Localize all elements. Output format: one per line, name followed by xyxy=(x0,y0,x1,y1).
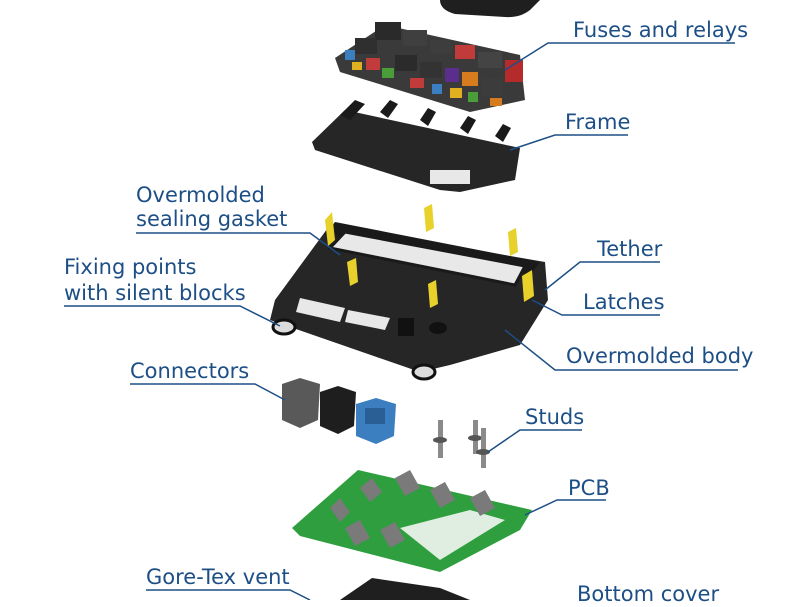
leader-frame xyxy=(509,134,628,151)
label-gasket-line2: sealing gasket xyxy=(136,207,288,231)
leader-body xyxy=(504,329,738,371)
fuses-and-relays-part xyxy=(335,22,525,112)
leader-fuses xyxy=(504,42,735,71)
label-gasket-line1: Overmolded xyxy=(136,183,265,207)
leader-latches xyxy=(531,299,660,316)
label-fixing-line1: Fixing points xyxy=(64,255,197,279)
leader-studs xyxy=(487,429,582,453)
label-overmolded-body: Overmolded body xyxy=(566,344,754,368)
bottom-cover-part xyxy=(340,578,470,600)
label-latches: Latches xyxy=(583,290,665,314)
frame-part xyxy=(312,100,520,192)
leader-connectors xyxy=(130,383,286,401)
label-bottom-cover: Bottom cover xyxy=(577,582,720,606)
leader-pcb xyxy=(524,499,606,516)
leader-tether xyxy=(544,261,660,291)
label-frame: Frame xyxy=(565,110,631,134)
leader-fixing xyxy=(64,305,281,327)
label-gore-tex-vent: Gore-Tex vent xyxy=(146,565,290,589)
label-studs: Studs xyxy=(525,405,585,429)
connectors-part xyxy=(282,378,396,444)
leader-gasket xyxy=(136,232,341,256)
latches-part xyxy=(325,204,534,308)
leader-lines xyxy=(64,42,738,600)
label-fixing-line2: with silent blocks xyxy=(64,281,246,305)
label-fuses-and-relays: Fuses and relays xyxy=(573,18,749,42)
label-connectors: Connectors xyxy=(130,359,250,383)
label-tether: Tether xyxy=(597,237,663,261)
overmolded-body-part xyxy=(270,222,548,381)
top-cover xyxy=(440,0,540,18)
studs-part xyxy=(433,420,490,468)
leader-gore xyxy=(146,589,311,600)
pcb-part xyxy=(292,470,532,572)
label-pcb: PCB xyxy=(568,476,610,500)
